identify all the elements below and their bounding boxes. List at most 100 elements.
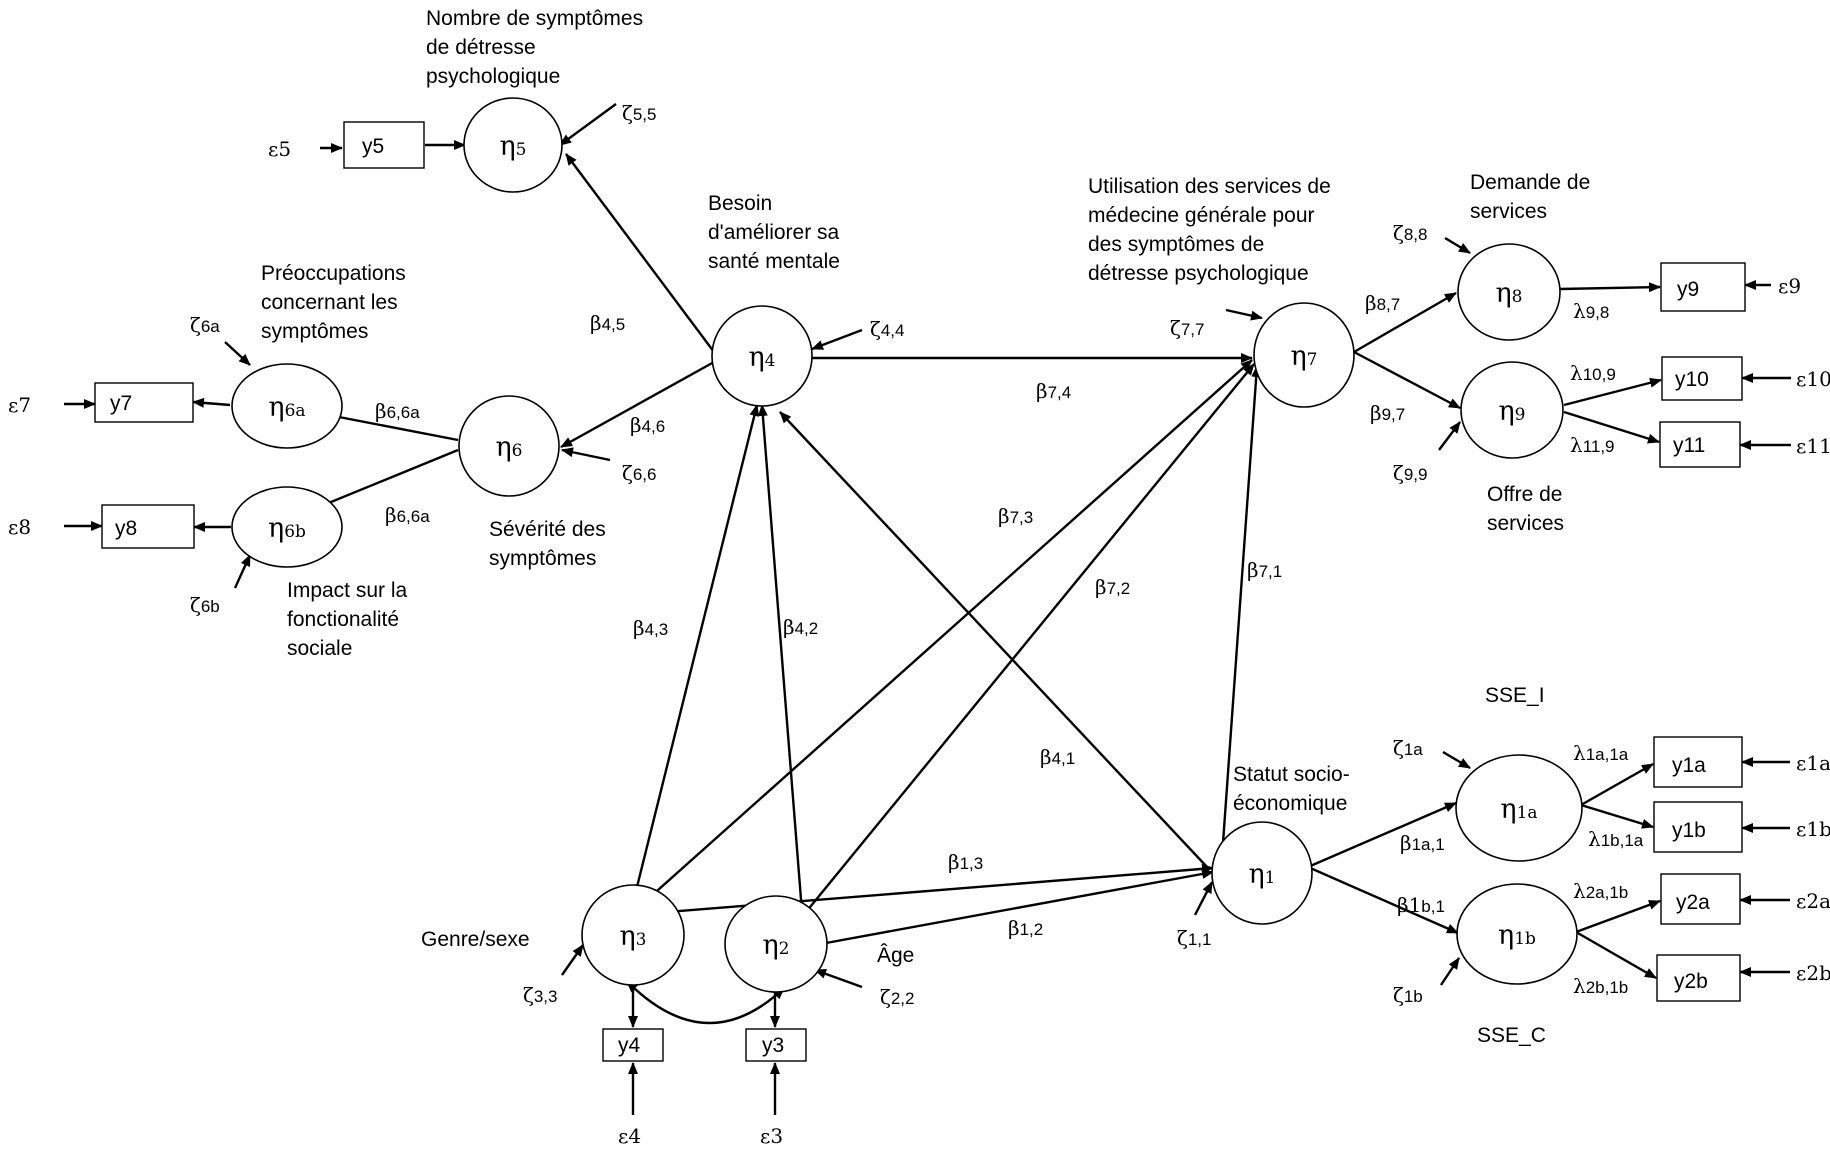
node-eta7: η7 bbox=[1253, 302, 1355, 408]
svg-text:η1b: η1b bbox=[1498, 920, 1536, 951]
svg-text:y7: y7 bbox=[110, 392, 132, 415]
edge-eta1a-y1b bbox=[1580, 803, 1654, 829]
svg-text:ζ2,2: ζ2,2 bbox=[880, 985, 914, 1009]
node-eta5: η5 bbox=[463, 97, 563, 193]
svg-text:ζ8,8: ζ8,8 bbox=[1393, 221, 1427, 245]
edge-eta1-eta7 bbox=[1220, 365, 1262, 858]
svg-text:ζ6a: ζ6a bbox=[190, 313, 220, 337]
label-eta1b: SSE_C bbox=[1477, 1024, 1546, 1047]
edge-eta4-eta5 bbox=[565, 153, 715, 353]
svg-text:β7,3: β7,3 bbox=[998, 504, 1033, 528]
svg-text:β7,2: β7,2 bbox=[1095, 575, 1130, 599]
svg-text:y2a: y2a bbox=[1676, 891, 1710, 914]
box-y7: y7 bbox=[94, 382, 194, 423]
svg-text:y9: y9 bbox=[1677, 278, 1699, 301]
svg-text:η6b: η6b bbox=[268, 513, 306, 544]
svg-text:λ10,9: λ10,9 bbox=[1570, 361, 1616, 385]
svg-text:ζ3,3: ζ3,3 bbox=[523, 983, 557, 1007]
box-y10: y10 bbox=[1661, 356, 1743, 401]
svg-text:η1: η1 bbox=[1248, 859, 1275, 890]
svg-text:η4: η4 bbox=[748, 342, 775, 373]
svg-text:λ2a,1b: λ2a,1b bbox=[1573, 879, 1628, 903]
svg-text:ζ4,4: ζ4,4 bbox=[870, 317, 904, 341]
svg-text:η8: η8 bbox=[1495, 278, 1522, 309]
svg-text:β4,2: β4,2 bbox=[783, 615, 818, 639]
box-y1b: y1b bbox=[1653, 801, 1743, 853]
svg-text:ζ1a: ζ1a bbox=[1393, 736, 1423, 760]
svg-text:λ11,9: λ11,9 bbox=[1570, 433, 1615, 457]
svg-text:y10: y10 bbox=[1675, 368, 1709, 391]
svg-text:η1a: η1a bbox=[1500, 794, 1537, 825]
svg-text:β1b,1: β1b,1 bbox=[1397, 893, 1445, 917]
disturbance-terms: ζ5,5 ζ4,4 ζ6,6 ζ6a ζ6b ζ7,7 ζ8,8 ζ9,9 ζ1… bbox=[190, 101, 1427, 1009]
svg-text:y8: y8 bbox=[115, 517, 137, 540]
box-y9: y9 bbox=[1660, 262, 1746, 312]
label-eta6b: Impact sur la fonctionalité sociale bbox=[287, 579, 413, 660]
label-eta9: Offre de services bbox=[1487, 483, 1568, 535]
error-terms: ε5 ε7 ε8 ε9 ε10 ε11 ε1a ε1b ε2a ε2b ε4 ε… bbox=[8, 137, 1830, 1148]
node-eta6b: η6b bbox=[231, 486, 343, 568]
svg-text:ε10: ε10 bbox=[1796, 367, 1830, 391]
box-y2b: y2b bbox=[1656, 954, 1741, 1002]
node-descriptions: Nombre de symptômes de détresse psycholo… bbox=[261, 7, 1596, 1047]
svg-text:y2b: y2b bbox=[1674, 970, 1708, 993]
svg-text:ε1a: ε1a bbox=[1796, 751, 1830, 775]
node-eta6: η6 bbox=[458, 395, 560, 497]
svg-text:ζ1,1: ζ1,1 bbox=[1177, 926, 1211, 950]
svg-text:ε4: ε4 bbox=[618, 1124, 641, 1148]
svg-text:η7: η7 bbox=[1290, 341, 1317, 372]
svg-text:ζ1b: ζ1b bbox=[1393, 983, 1423, 1007]
node-eta1: η1 bbox=[1211, 821, 1313, 925]
box-y1a: y1a bbox=[1653, 736, 1743, 788]
svg-text:ζ5,5: ζ5,5 bbox=[622, 101, 656, 125]
svg-text:ζ6b: ζ6b bbox=[190, 593, 220, 617]
label-eta8: Demande de services bbox=[1470, 171, 1596, 223]
svg-text:λ9,8: λ9,8 bbox=[1573, 299, 1609, 323]
svg-text:β7,4: β7,4 bbox=[1036, 379, 1071, 403]
node-eta4: η4 bbox=[711, 305, 813, 407]
edge-eta4-eta6 bbox=[560, 360, 715, 449]
svg-text:ε3: ε3 bbox=[760, 1124, 783, 1148]
svg-text:y1b: y1b bbox=[1672, 819, 1706, 842]
svg-text:η2: η2 bbox=[762, 930, 789, 961]
label-eta2: Âge bbox=[877, 944, 914, 967]
node-eta3: η3 bbox=[581, 884, 685, 986]
observed-boxes: y5 y7 y8 y9 y10 y11 y1a y1b y2a y2b y4 y… bbox=[94, 121, 1746, 1062]
edge-eta1b-y2b bbox=[1575, 930, 1657, 980]
svg-text:ε8: ε8 bbox=[8, 515, 31, 539]
svg-text:β6,6a: β6,6a bbox=[385, 503, 430, 527]
edge-eta3-eta2-covariance bbox=[625, 980, 785, 1025]
box-y3: y3 bbox=[745, 1028, 807, 1062]
svg-text:ε1b: ε1b bbox=[1796, 817, 1830, 841]
svg-text:ε9: ε9 bbox=[1778, 274, 1801, 298]
svg-text:ε2a: ε2a bbox=[1796, 889, 1830, 913]
edge-eta1b-y2a bbox=[1575, 899, 1661, 934]
node-eta1a: η1a bbox=[1455, 754, 1583, 862]
node-eta9: η9 bbox=[1460, 361, 1564, 459]
svg-text:ε7: ε7 bbox=[8, 393, 31, 417]
edge-eta8-y9 bbox=[1559, 282, 1661, 293]
edge-eta2-eta1 bbox=[825, 869, 1214, 945]
label-eta4: Besoin d'améliorer sa santé mentale bbox=[708, 192, 845, 273]
svg-text:η6a: η6a bbox=[268, 392, 305, 423]
node-eta6a: η6a bbox=[231, 363, 343, 449]
edge-eta1a-y1a bbox=[1580, 762, 1654, 807]
edge-eta9-y11 bbox=[1563, 410, 1660, 444]
edge-eta6a-y7 bbox=[192, 397, 231, 408]
box-y4: y4 bbox=[602, 1028, 664, 1062]
svg-text:λ1b,1a: λ1b,1a bbox=[1588, 827, 1644, 851]
svg-text:ε2b: ε2b bbox=[1796, 961, 1830, 985]
label-eta1: Statut socio- économique bbox=[1233, 763, 1356, 815]
label-eta6: Sévérité des symptômes bbox=[489, 518, 612, 570]
box-y5: y5 bbox=[343, 121, 425, 169]
svg-text:β1a,1: β1a,1 bbox=[1400, 831, 1445, 855]
svg-text:ζ6,6: ζ6,6 bbox=[622, 461, 656, 485]
svg-text:β1,2: β1,2 bbox=[1008, 916, 1043, 940]
svg-text:β4,3: β4,3 bbox=[633, 616, 668, 640]
svg-text:λ1a,1a: λ1a,1a bbox=[1573, 741, 1629, 765]
svg-text:β7,1: β7,1 bbox=[1247, 558, 1282, 582]
svg-text:η9: η9 bbox=[1498, 396, 1525, 427]
svg-text:y5: y5 bbox=[362, 135, 384, 158]
node-eta2: η2 bbox=[724, 895, 828, 993]
